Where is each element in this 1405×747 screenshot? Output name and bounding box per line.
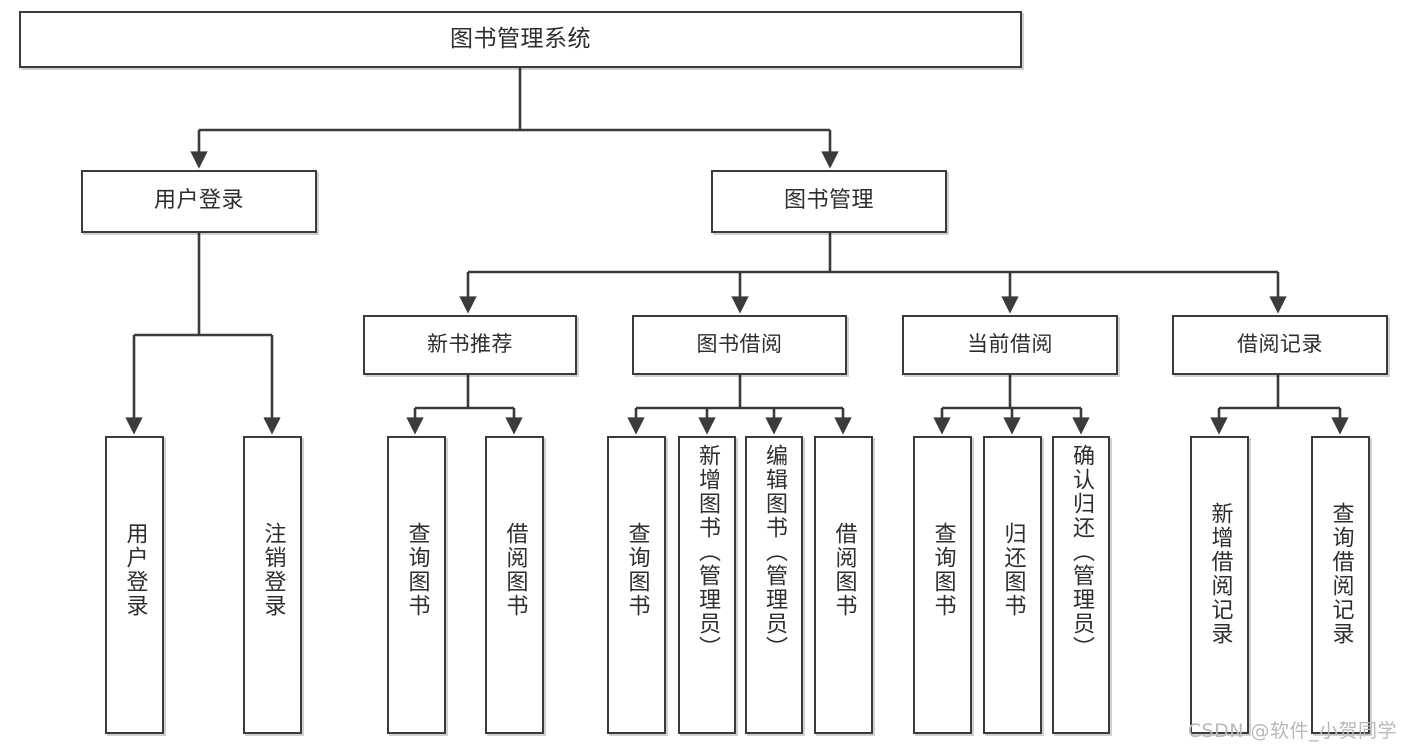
node-new-book-rec-label: 新书推荐 <box>427 332 513 357</box>
node-leaf-query-book-2-label: 查询图书 <box>624 522 650 618</box>
node-new-book-rec[interactable]: 新书推荐 <box>363 315 577 375</box>
node-leaf-edit-book-admin[interactable]: 编辑图书（管理员） <box>745 436 803 734</box>
node-leaf-borrow-book-2-label: 借阅图书 <box>831 522 857 618</box>
node-leaf-query-borrow-record[interactable]: 查询借阅记录 <box>1311 436 1370 734</box>
node-current-borrow[interactable]: 当前借阅 <box>902 315 1118 375</box>
node-leaf-borrow-book-1-label: 借阅图书 <box>502 522 528 618</box>
node-leaf-add-borrow-record[interactable]: 新增借阅记录 <box>1190 436 1249 734</box>
node-leaf-borrow-book-1[interactable]: 借阅图书 <box>485 436 544 734</box>
node-leaf-add-borrow-record-label: 新增借阅记录 <box>1207 502 1233 646</box>
node-leaf-query-book-1[interactable]: 查询图书 <box>387 436 446 734</box>
node-book-borrow[interactable]: 图书借阅 <box>632 315 847 375</box>
node-leaf-return-book-label: 归还图书 <box>1000 522 1026 618</box>
node-current-borrow-label: 当前借阅 <box>967 332 1053 357</box>
node-leaf-query-book-3[interactable]: 查询图书 <box>913 436 972 734</box>
node-borrow-record[interactable]: 借阅记录 <box>1172 315 1388 375</box>
node-leaf-query-book-1-label: 查询图书 <box>404 522 430 618</box>
node-leaf-user-login-label: 用户登录 <box>122 522 148 618</box>
node-leaf-user-login[interactable]: 用户登录 <box>105 436 164 734</box>
node-leaf-confirm-return-admin-label: 确认归还（管理员） <box>1068 444 1094 660</box>
node-leaf-return-book[interactable]: 归还图书 <box>983 436 1042 734</box>
node-leaf-edit-book-admin-label: 编辑图书（管理员） <box>761 444 787 660</box>
node-leaf-user-logout[interactable]: 注销登录 <box>243 436 302 734</box>
node-leaf-borrow-book-2[interactable]: 借阅图书 <box>814 436 873 734</box>
node-book-manage[interactable]: 图书管理 <box>711 170 947 233</box>
node-borrow-record-label: 借阅记录 <box>1237 332 1323 357</box>
watermark-text: CSDN @软件_小贺同学 <box>1187 720 1397 742</box>
node-leaf-add-book-admin-label: 新增图书（管理员） <box>694 444 720 660</box>
node-leaf-query-book-2[interactable]: 查询图书 <box>607 436 666 734</box>
node-leaf-add-book-admin[interactable]: 新增图书（管理员） <box>678 436 736 734</box>
node-root-label: 图书管理系统 <box>450 25 591 52</box>
node-leaf-query-book-3-label: 查询图书 <box>930 522 956 618</box>
node-leaf-user-logout-label: 注销登录 <box>260 522 286 618</box>
node-user-login[interactable]: 用户登录 <box>81 170 317 233</box>
node-user-login-label: 用户登录 <box>153 188 244 214</box>
node-book-borrow-label: 图书借阅 <box>696 332 783 357</box>
node-root[interactable]: 图书管理系统 <box>19 11 1022 68</box>
node-leaf-confirm-return-admin[interactable]: 确认归还（管理员） <box>1052 436 1110 734</box>
node-leaf-query-borrow-record-label: 查询借阅记录 <box>1328 502 1354 646</box>
node-book-manage-label: 图书管理 <box>783 188 874 214</box>
